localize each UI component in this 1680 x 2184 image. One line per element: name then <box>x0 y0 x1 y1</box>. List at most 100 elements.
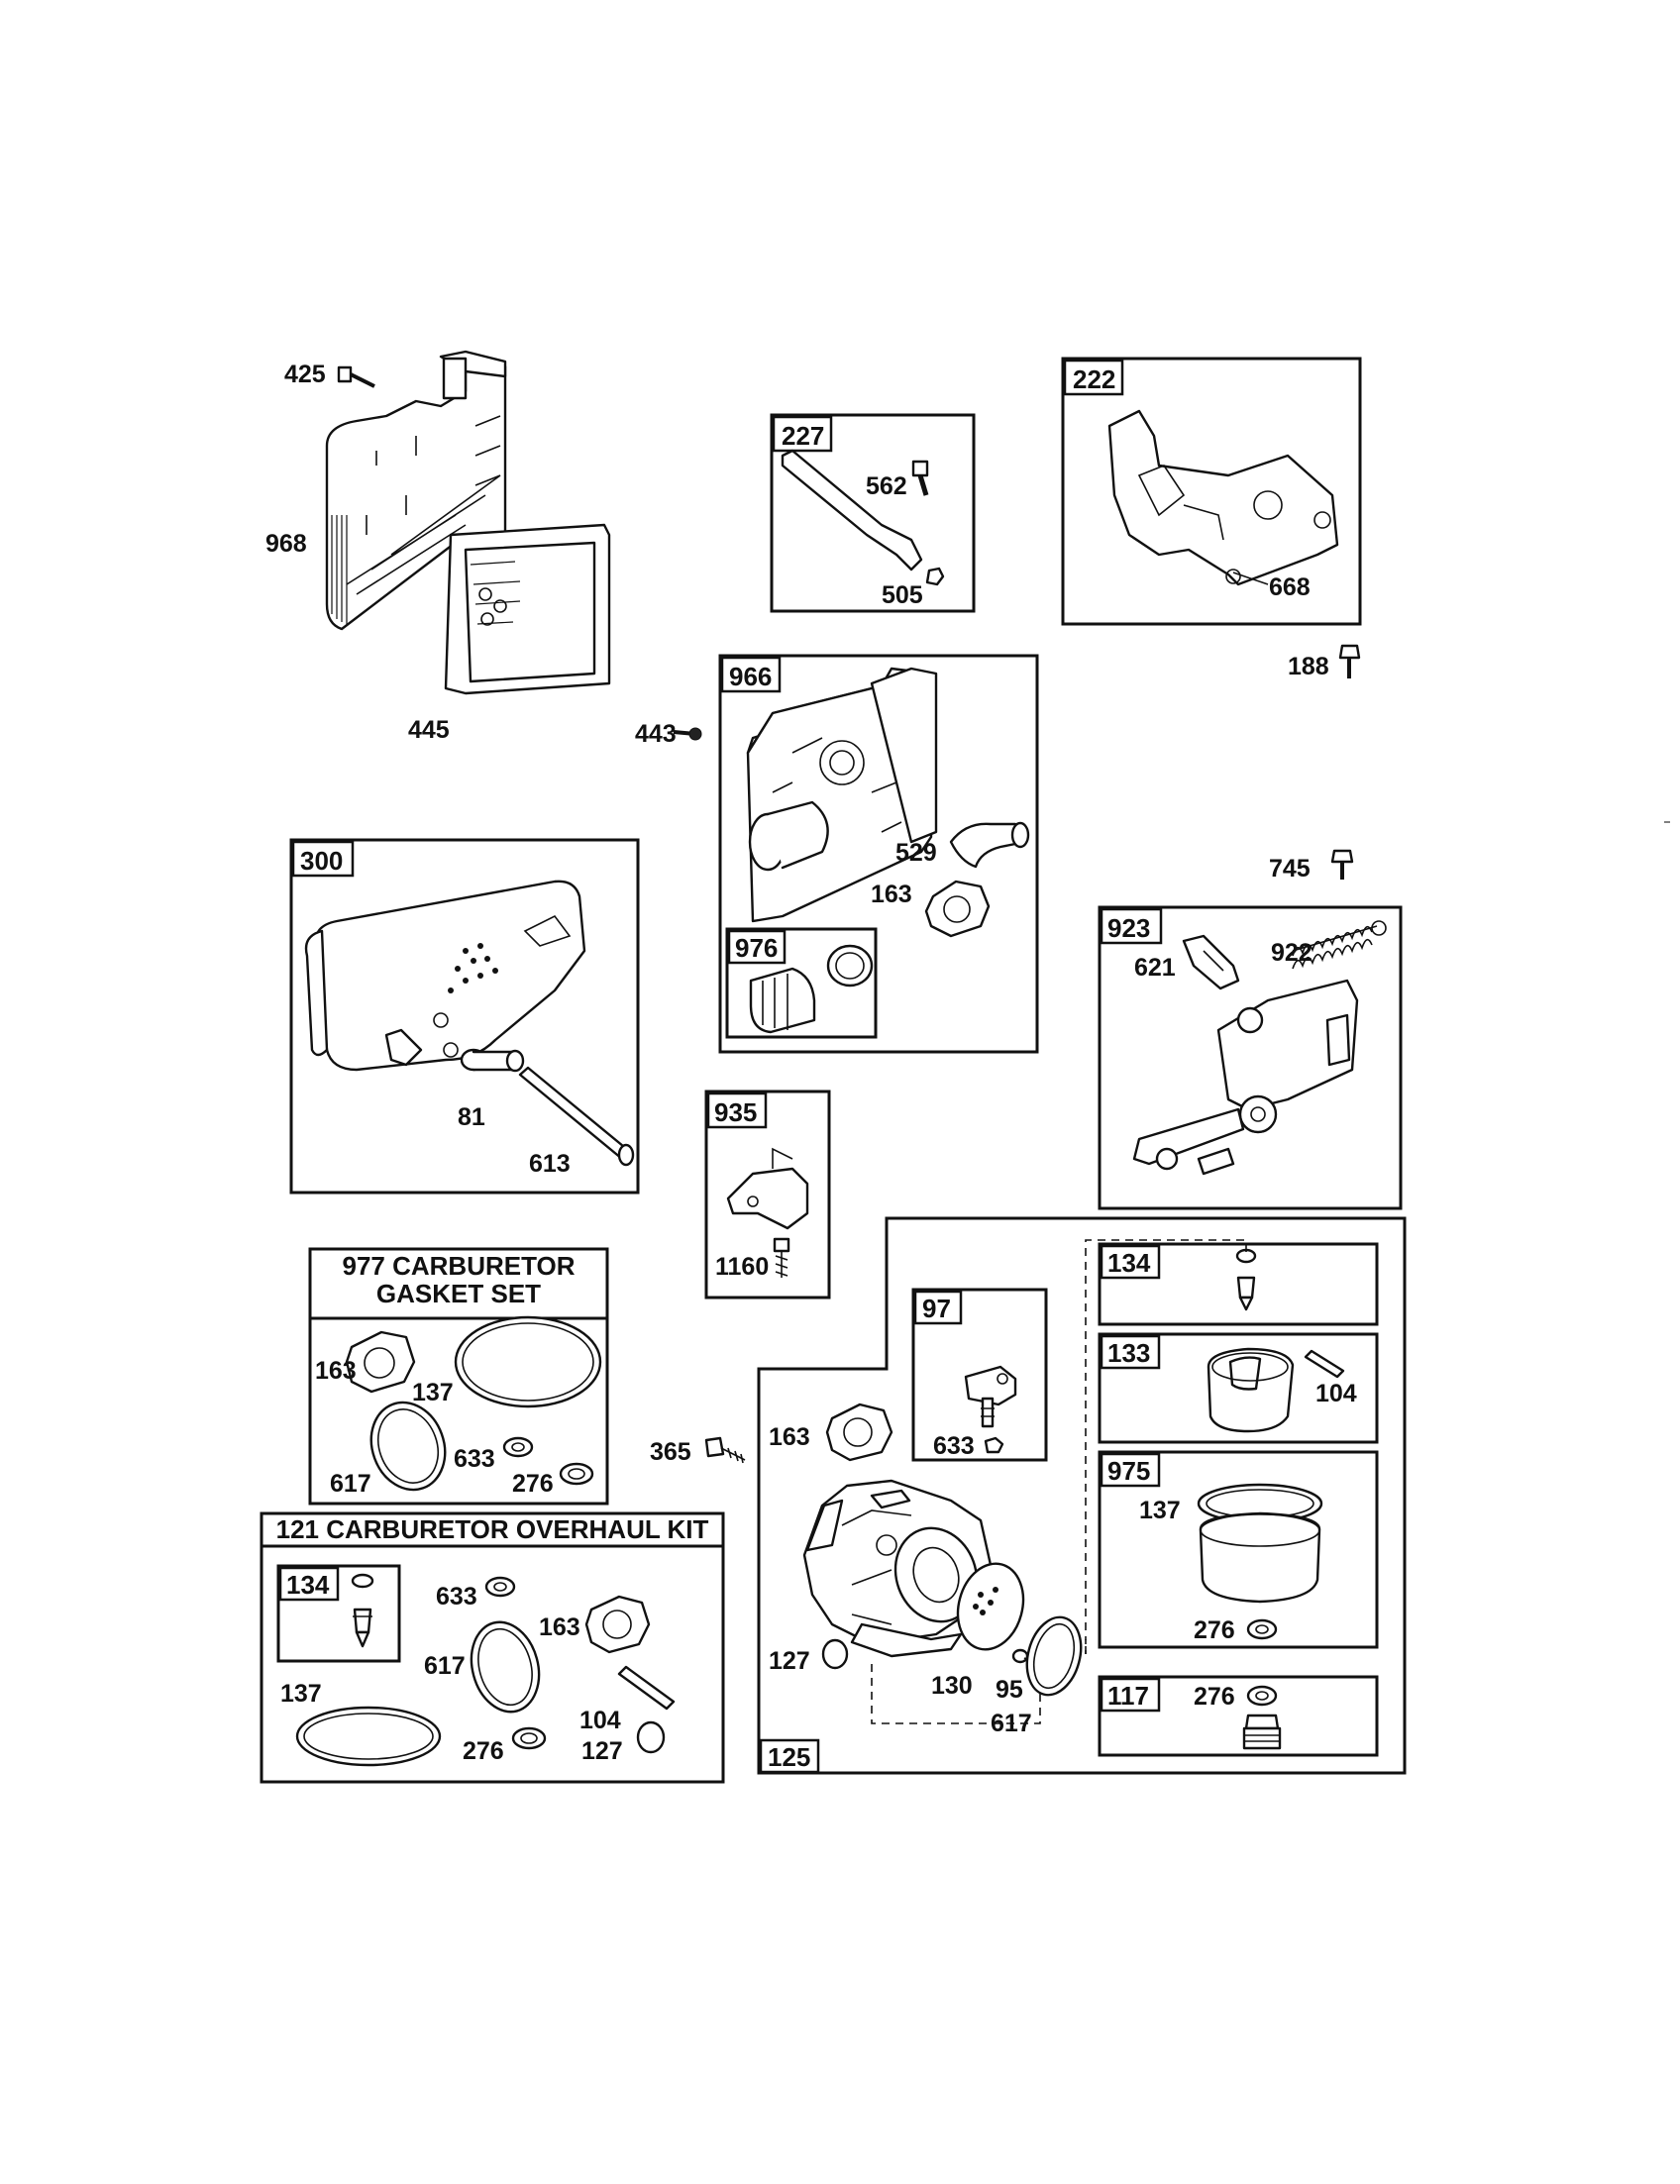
group-box-300 <box>289 838 640 1195</box>
label-163a: 163 <box>871 881 912 908</box>
group-box-97 <box>911 1288 1048 1462</box>
bolt-icon <box>1330 849 1354 880</box>
label-445: 445 <box>408 716 450 744</box>
label-127b: 127 <box>581 1737 623 1765</box>
label-562: 562 <box>866 472 907 500</box>
tag-97 <box>913 1290 963 1325</box>
pin-icon <box>1304 1349 1345 1379</box>
gasket-set-title-line2: GASKET SET <box>376 1279 541 1308</box>
group-box-966 <box>718 654 1039 1054</box>
tag-975 <box>1100 1452 1161 1488</box>
label-227: 227 <box>782 421 824 451</box>
label-276a: 276 <box>512 1470 554 1498</box>
tag-923 <box>1100 907 1163 945</box>
label-617b: 617 <box>991 1710 1032 1737</box>
tag-117 <box>1100 1677 1161 1713</box>
label-188: 188 <box>1288 653 1329 680</box>
label-137a: 137 <box>412 1379 454 1406</box>
muffler-icon <box>304 880 586 1072</box>
o-ring-icon <box>1025 1615 1083 1697</box>
label-633c: 633 <box>436 1583 477 1611</box>
gasket-icon <box>825 1403 893 1462</box>
group-box-975 <box>1098 1450 1379 1649</box>
label-1160: 1160 <box>715 1253 769 1281</box>
washer-icon <box>484 1576 516 1598</box>
label-617a: 617 <box>330 1470 371 1498</box>
air-filter-element-icon <box>444 523 611 695</box>
air-filter-housing-icon <box>325 350 507 631</box>
washer-icon <box>511 1726 547 1750</box>
label-968: 968 <box>265 530 307 558</box>
label-276d: 276 <box>463 1737 504 1765</box>
label-745: 745 <box>1269 855 1311 883</box>
group-box-923 <box>1098 905 1403 1210</box>
tag-227 <box>772 415 833 453</box>
label-104b: 104 <box>579 1707 621 1734</box>
washer-icon <box>559 1462 594 1486</box>
label-668: 668 <box>1269 573 1311 601</box>
tag-222 <box>1063 359 1124 396</box>
group-box-134-kit <box>276 1564 401 1663</box>
label-134a: 134 <box>1107 1248 1151 1278</box>
o-ring-icon <box>454 1315 602 1408</box>
diaphragm-icon <box>956 1562 1025 1651</box>
gasket-set-title-line1: 977 CARBURETOR <box>342 1251 575 1281</box>
label-117: 117 <box>1107 1681 1149 1711</box>
label-443: 443 <box>635 720 677 748</box>
needle-valve-icon <box>1235 1248 1257 1311</box>
link-icon <box>1182 934 1240 990</box>
bolt-icon <box>337 365 375 388</box>
label-130: 130 <box>931 1672 973 1700</box>
bowl-nut-icon <box>1242 1714 1282 1750</box>
bolt-icon <box>911 460 929 496</box>
washer-icon <box>502 1436 534 1458</box>
label-976: 976 <box>735 933 778 963</box>
label-163d: 163 <box>539 1613 580 1641</box>
bolt-icon <box>704 1436 746 1464</box>
group-box-134 <box>1098 1242 1379 1326</box>
label-505: 505 <box>882 581 923 609</box>
label-97: 97 <box>922 1294 951 1323</box>
label-137b: 137 <box>1139 1497 1181 1524</box>
gasket-icon <box>584 1595 651 1654</box>
o-ring-icon <box>470 1620 541 1714</box>
label-923: 923 <box>1107 913 1150 943</box>
tag-134-kit <box>278 1566 340 1602</box>
gasket-set-box <box>308 1247 609 1506</box>
label-163c: 163 <box>769 1423 810 1451</box>
gasket-icon <box>345 1330 416 1394</box>
tag-966 <box>720 656 782 693</box>
o-ring-icon <box>295 1706 442 1767</box>
label-104a: 104 <box>1315 1380 1357 1407</box>
nut-icon <box>925 567 945 586</box>
label-529: 529 <box>895 839 937 867</box>
label-137c: 137 <box>280 1680 322 1708</box>
label-134b: 134 <box>286 1570 330 1600</box>
label-127a: 127 <box>769 1647 810 1675</box>
carburetor-icon <box>802 1479 993 1658</box>
spring-icon <box>1292 920 1387 970</box>
solenoid-icon <box>964 1365 1017 1428</box>
tag-300 <box>291 840 355 878</box>
label-365: 365 <box>650 1438 691 1466</box>
washer-icon <box>984 1436 1004 1454</box>
pin-icon <box>617 1665 676 1711</box>
label-276b: 276 <box>1194 1616 1235 1644</box>
bolt-icon <box>1338 644 1361 678</box>
stud-icon <box>518 1066 635 1167</box>
welch-plug-icon <box>636 1720 666 1754</box>
group-box-133 <box>1098 1332 1379 1444</box>
governor-control-icon <box>1132 979 1359 1176</box>
label-81: 81 <box>458 1103 485 1131</box>
air-cleaner-base-icon <box>746 667 938 923</box>
pre-cleaner-icon <box>749 944 874 1034</box>
needle-valve-icon <box>351 1573 374 1648</box>
governor-bracket-icon <box>1107 409 1339 586</box>
label-633a: 633 <box>454 1445 495 1473</box>
bolt-icon <box>673 727 702 741</box>
label-935: 935 <box>714 1097 757 1127</box>
label-613: 613 <box>529 1150 571 1178</box>
welch-plug-icon <box>821 1638 849 1670</box>
